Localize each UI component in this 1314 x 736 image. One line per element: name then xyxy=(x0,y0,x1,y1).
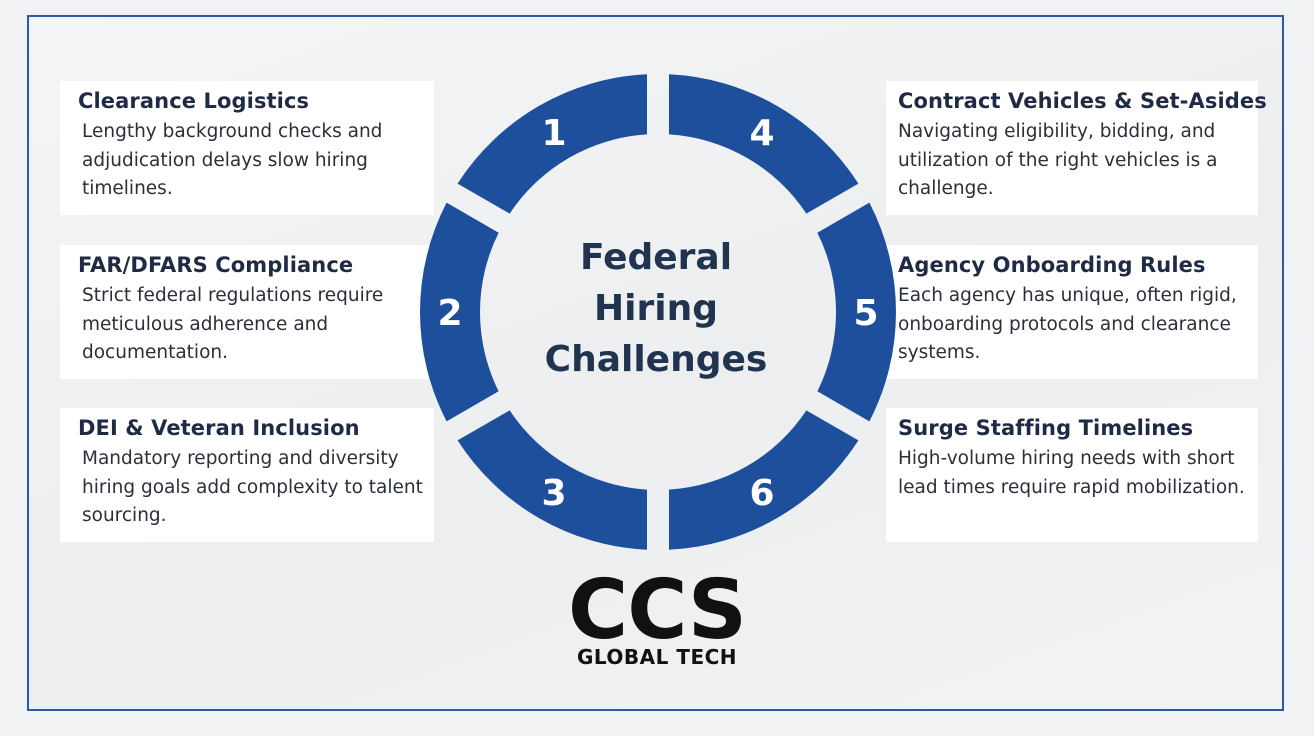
ring-segment-3 xyxy=(457,410,647,550)
challenge-card-3: DEI & Veteran Inclusion Mandatory report… xyxy=(60,408,434,542)
challenge-desc-3: Mandatory reporting and diversity hiring… xyxy=(82,448,423,526)
challenge-desc-2: Strict federal regulations require metic… xyxy=(82,285,384,363)
ring-segment-2 xyxy=(420,202,499,422)
ring-number-4: 4 xyxy=(749,113,774,154)
challenge-title-2: FAR/DFARS Compliance xyxy=(78,253,354,277)
challenge-title-5: Agency Onboarding Rules xyxy=(898,253,1206,277)
challenge-card-1: Clearance Logistics Lengthy background c… xyxy=(60,81,434,215)
center-title-line-3: Challenges xyxy=(544,339,768,380)
ring-number-6: 6 xyxy=(749,473,774,514)
ring-segment-6 xyxy=(669,410,859,550)
center-title-line-1: Federal xyxy=(579,237,733,278)
challenge-card-5: Agency Onboarding Rules Each agency has … xyxy=(886,245,1258,379)
challenge-desc-5: Each agency has unique, often rigid, onb… xyxy=(898,285,1237,363)
challenge-desc-6: High-volume hiring needs with short lead… xyxy=(898,448,1245,498)
ring-number-5: 5 xyxy=(853,293,878,334)
challenge-card-4: Contract Vehicles & Set-Asides Navigatin… xyxy=(886,81,1267,215)
ring-segment-4 xyxy=(669,74,859,214)
ccs-global-tech-logo: CCS GLOBAL TECH xyxy=(556,563,758,670)
challenge-title-1: Clearance Logistics xyxy=(78,89,310,113)
ring-segment-1 xyxy=(457,74,647,214)
challenge-card-6: Surge Staffing Timelines High-volume hir… xyxy=(886,408,1258,542)
challenge-title-4: Contract Vehicles & Set-Asides xyxy=(898,89,1267,113)
logo-mark: CCS xyxy=(568,563,747,658)
center-title: Federal Hiring Challenges xyxy=(526,232,786,385)
ring-number-3: 3 xyxy=(541,473,566,514)
ring-segment-5 xyxy=(817,202,897,422)
challenge-card-2: FAR/DFARS Compliance Strict federal regu… xyxy=(60,245,434,379)
challenge-title-3: DEI & Veteran Inclusion xyxy=(78,416,360,440)
ring-number-2: 2 xyxy=(437,293,462,334)
logo-subtitle: GLOBAL TECH xyxy=(576,645,738,669)
center-title-line-2: Hiring xyxy=(594,288,718,329)
challenge-desc-4: Navigating eligibility, bidding, and uti… xyxy=(898,121,1218,199)
challenge-title-6: Surge Staffing Timelines xyxy=(898,416,1194,440)
ring-number-1: 1 xyxy=(541,113,566,154)
challenge-desc-1: Lengthy background checks and adjudicati… xyxy=(82,121,383,199)
